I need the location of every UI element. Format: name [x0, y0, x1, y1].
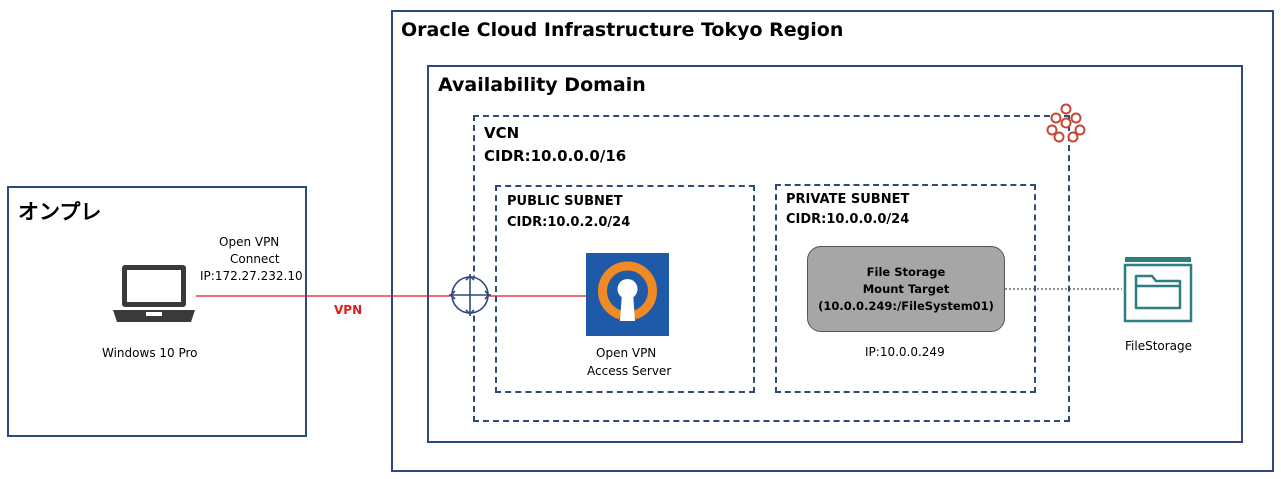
laptop-icon: [113, 265, 195, 322]
private-subnet-name: PRIVATE SUBNET: [786, 192, 910, 207]
vpn-connect-ip: IP:172.27.232.10: [200, 269, 303, 283]
availability-domain-box: [427, 65, 1243, 443]
vpn-connect-line1: Open VPN: [219, 235, 280, 249]
openvpn-logo-icon: [586, 253, 669, 336]
openvpn-server-line2: Access Server: [587, 364, 672, 378]
file-storage-icon: [1123, 257, 1193, 323]
vpn-link-line: [196, 295, 586, 297]
mount-target-ip: IP:10.0.0.249: [865, 345, 945, 359]
vpn-connect-line2: Connect: [230, 252, 280, 266]
onprem-title: オンプレ: [18, 200, 102, 224]
public-subnet-name: PUBLIC SUBNET: [507, 194, 623, 209]
mount-target-box: File Storage Mount Target (10.0.0.249:/F…: [807, 246, 1005, 332]
mount-target-line3: (10.0.0.249:/FileSystem01): [818, 298, 994, 313]
storage-link-line: [1005, 288, 1122, 290]
vcn-box: [473, 115, 1070, 422]
oci-region-title: Oracle Cloud Infrastructure Tokyo Region: [401, 19, 844, 41]
pc-label: Windows 10 Pro: [102, 346, 198, 360]
vcn-icon: [1046, 103, 1086, 143]
vcn-cidr: CIDR:10.0.0.0/16: [484, 147, 627, 165]
mount-target-line2: Mount Target: [862, 281, 950, 296]
router-icon: [449, 274, 491, 316]
openvpn-server-line1: Open VPN: [596, 346, 657, 360]
public-subnet-cidr: CIDR:10.0.2.0/24: [507, 215, 631, 230]
public-subnet-box: [495, 185, 755, 393]
onprem-box: [7, 186, 307, 437]
mount-target-line1: File Storage: [866, 264, 946, 279]
availability-domain-title: Availability Domain: [438, 74, 646, 96]
file-storage-label: FileStorage: [1125, 339, 1193, 353]
vcn-name: VCN: [484, 124, 520, 142]
private-subnet-cidr: CIDR:10.0.0.0/24: [786, 212, 910, 227]
oci-region-box: [391, 10, 1274, 472]
vpn-link-label: VPN: [334, 303, 363, 317]
